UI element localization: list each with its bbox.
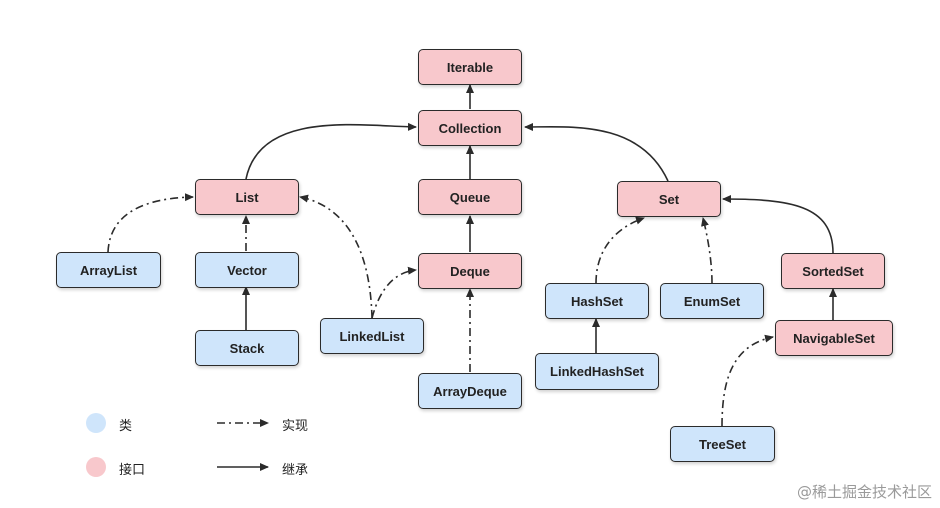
node-list: List [195,179,299,215]
node-linkedlist: LinkedList [320,318,424,354]
node-stack: Stack [195,330,299,366]
legend-class-label: 类 [119,419,133,434]
legend-extends-label: 继承 [282,463,309,478]
edge-set-collection [524,122,669,182]
node-set: Set [617,181,721,217]
node-treeset: TreeSet [670,426,775,462]
edge-enumset-set [701,217,713,284]
legend-implements-label: 实现 [282,419,309,434]
legend-interface-swatch [86,457,106,477]
edge-arraylist-list [107,193,194,253]
node-arraydeque: ArrayDeque [418,373,522,409]
node-queue: Queue [418,179,522,215]
legend-class-swatch [86,413,106,433]
edge-linkedlist-deque [371,266,417,319]
node-enumset: EnumSet [660,283,764,319]
edge-sortedset-set [722,195,834,254]
node-deque: Deque [418,253,522,289]
edge-list-collection [245,122,417,180]
watermark: @稀土掘金技术社区 [796,483,932,501]
node-navigableset: NavigableSet [775,320,893,356]
edge-hashset-set [595,216,645,284]
node-hashset: HashSet [545,283,649,319]
edge-treeset-navigableset [721,334,774,427]
node-sortedset: SortedSet [781,253,885,289]
edge-linkedlist-list [299,194,373,319]
node-collection: Collection [418,110,522,146]
node-arraylist: ArrayList [56,252,161,288]
node-vector: Vector [195,252,299,288]
legend-interface-label: 接口 [119,463,146,478]
node-iterable: Iterable [418,49,522,85]
node-linkedhashset: LinkedHashSet [535,353,659,390]
